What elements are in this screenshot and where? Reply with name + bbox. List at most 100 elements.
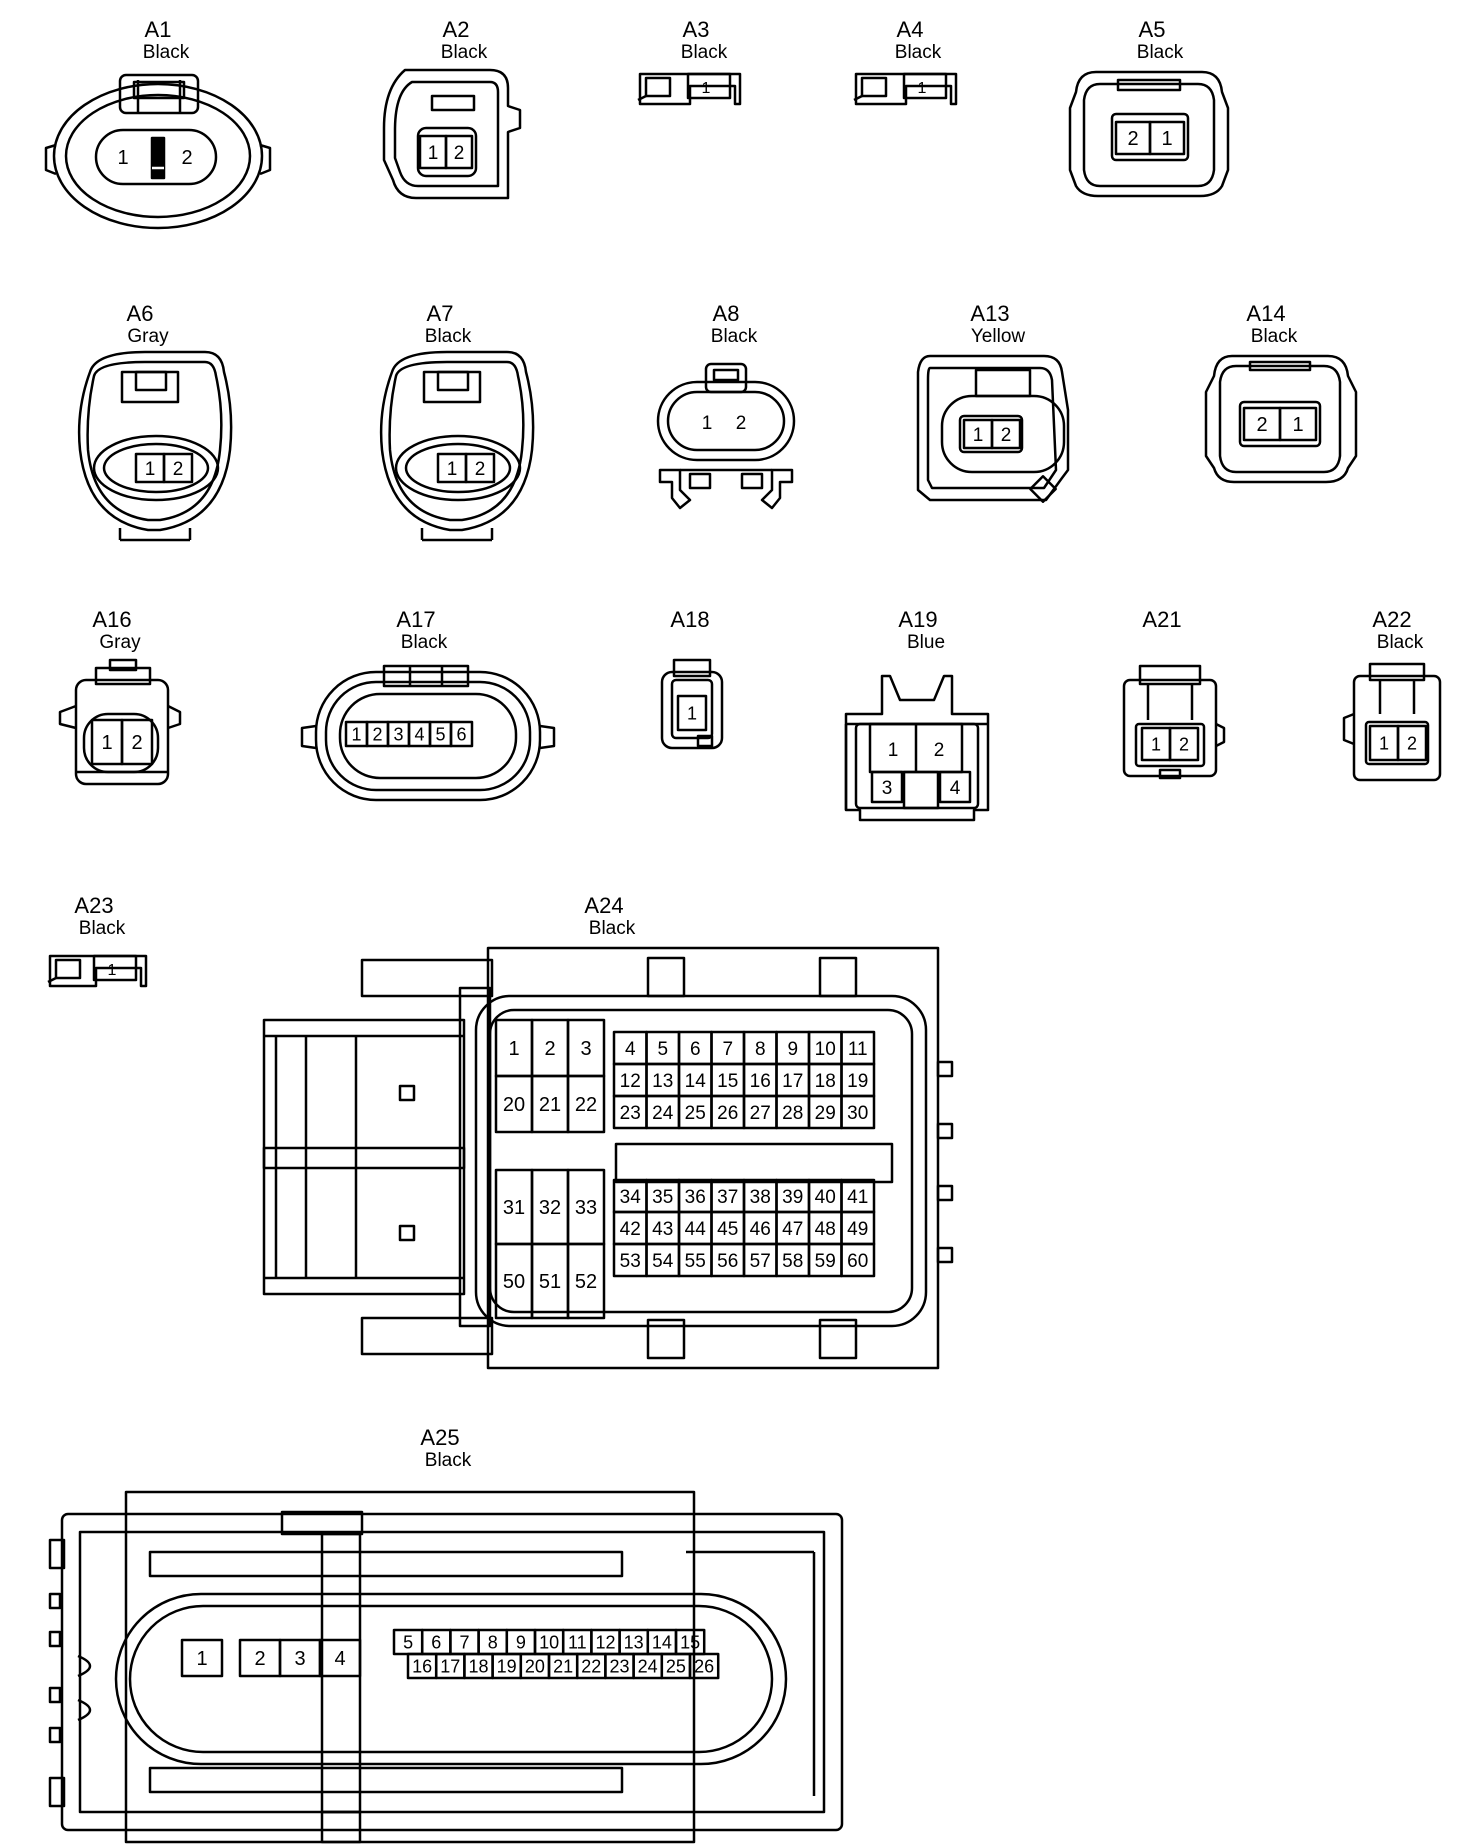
connector-a25-pin: 7 xyxy=(459,1632,469,1652)
connector-a25-pin: 3 xyxy=(294,1648,305,1670)
connector-a19-pin: 2 xyxy=(934,740,945,761)
connector-a3-id: A3 xyxy=(682,17,710,42)
connector-a24-pin: 11 xyxy=(848,1039,868,1060)
connector-a24-pin: 5 xyxy=(657,1039,668,1060)
connector-a24-pin: 7 xyxy=(722,1039,733,1060)
pin-cell xyxy=(688,1652,720,1680)
connector-a24-pin: 1 xyxy=(508,1038,519,1060)
connector-a25-pin: 17 xyxy=(440,1656,460,1676)
connector-a24-pin: 60 xyxy=(847,1251,868,1272)
connector-a4-color: Black xyxy=(894,42,942,63)
connector-a3-body xyxy=(637,72,742,106)
connector-a22-body xyxy=(1342,662,1442,782)
connector-a24-pin: 50 xyxy=(503,1271,525,1293)
connector-a24-pin: 49 xyxy=(847,1219,868,1240)
connector-a24-pin: 53 xyxy=(620,1251,641,1272)
connector-a18-body xyxy=(660,658,724,750)
connector-a7-body xyxy=(379,350,535,542)
connector-a24-pin: 15 xyxy=(717,1071,738,1092)
connector-a13-color: Yellow xyxy=(970,326,1026,347)
connector-a25-pin: 13 xyxy=(624,1632,644,1652)
connector-a25-pin: 19 xyxy=(497,1656,517,1676)
connector-a4-pin: 1 xyxy=(918,80,927,97)
connector-a25-color: Black xyxy=(424,1450,472,1471)
connector-a24-pin: 56 xyxy=(717,1251,738,1272)
connector-a21-body xyxy=(1122,664,1226,780)
connector-a25-pin: 23 xyxy=(609,1656,629,1676)
connector-a24-pin: 46 xyxy=(750,1219,771,1240)
connector-a16-pin: 1 xyxy=(101,732,112,754)
connector-a22-pin: 1 xyxy=(1379,733,1389,753)
connector-a16-color: Gray xyxy=(99,632,141,653)
connector-a24-color: Black xyxy=(588,918,636,939)
connector-a24-pin: 40 xyxy=(815,1187,836,1208)
connector-a25-pin: 18 xyxy=(468,1656,488,1676)
connector-a25-pin: 10 xyxy=(539,1632,559,1652)
connector-a24-pin: 35 xyxy=(652,1187,673,1208)
connector-a25-pin: 11 xyxy=(568,1632,587,1652)
connector-a2-id: A2 xyxy=(442,17,470,42)
connector-a24-pin: 21 xyxy=(539,1094,561,1116)
connector-a24-pin: 3 xyxy=(580,1038,591,1060)
connector-a24-pin: 30 xyxy=(847,1103,868,1124)
connector-a25-id: A25 xyxy=(420,1425,460,1450)
connector-a18-pin: 1 xyxy=(687,703,697,723)
connector-a17-pin: 3 xyxy=(393,724,403,744)
connector-a5-pin: 1 xyxy=(1161,128,1172,150)
connector-a24-pin: 13 xyxy=(652,1071,673,1092)
connector-a6-id: A6 xyxy=(126,301,154,326)
connector-a25-pin: 9 xyxy=(516,1632,526,1652)
pin-cell xyxy=(444,134,474,170)
connector-a14-color: Black xyxy=(1250,326,1298,347)
connector-a24-pin: 52 xyxy=(575,1271,597,1293)
connector-a19-color: Blue xyxy=(906,632,946,653)
connector-a13-body xyxy=(916,354,1070,503)
connector-a8-id: A8 xyxy=(712,301,740,326)
pin-cell xyxy=(1168,726,1200,762)
connector-a25-pin: 21 xyxy=(553,1656,573,1676)
connector-a1-body xyxy=(44,73,272,230)
connector-a24-pin: 25 xyxy=(685,1103,706,1124)
connector-a24-pin: 2 xyxy=(544,1038,555,1060)
connector-a8-pin: 2 xyxy=(736,413,747,434)
connector-a24-pin: 22 xyxy=(575,1094,597,1116)
connector-a24-pin: 33 xyxy=(575,1197,597,1219)
connector-a6-pin: 2 xyxy=(173,459,184,480)
connector-a25-pin: 4 xyxy=(334,1648,345,1670)
connector-a5-color: Black xyxy=(1136,42,1184,63)
connector-a17-body xyxy=(300,664,556,802)
connector-a5-body xyxy=(1068,70,1230,198)
pin-cell xyxy=(318,1638,362,1678)
connector-a2-pin: 1 xyxy=(428,143,439,164)
connector-a25-pin: 6 xyxy=(431,1632,441,1652)
connector-a24-pin: 26 xyxy=(717,1103,738,1124)
connector-a6-color: Gray xyxy=(127,326,169,347)
connector-a2-pin: 2 xyxy=(454,143,465,164)
connector-a17-pin: 4 xyxy=(414,724,424,744)
connector-a24-pin: 57 xyxy=(750,1251,771,1272)
connector-a22-id: A22 xyxy=(1372,607,1412,632)
connector-a4-body xyxy=(853,72,958,106)
connector-a23-color: Black xyxy=(78,918,126,939)
connector-a19-pin: 4 xyxy=(950,778,961,799)
connector-a25-pin: 14 xyxy=(652,1632,672,1652)
connector-a25-pin: 8 xyxy=(488,1632,498,1652)
connector-a24-pin: 4 xyxy=(625,1039,636,1060)
connector-a22-pin: 2 xyxy=(1407,733,1417,753)
pin-cell xyxy=(120,718,154,766)
connector-a1-pin: 1 xyxy=(117,147,128,169)
connector-a24-pin: 9 xyxy=(787,1039,798,1060)
pin-cell xyxy=(180,1638,224,1678)
connector-a24-pin: 14 xyxy=(685,1071,707,1092)
pin-cell xyxy=(449,720,474,748)
connector-a21-pin: 2 xyxy=(1179,734,1189,754)
connector-a25-pin: 15 xyxy=(680,1632,700,1652)
pin-cell xyxy=(840,1242,876,1278)
connector-a22-color: Black xyxy=(1376,632,1424,653)
connector-a1-id: A1 xyxy=(144,17,172,42)
connector-a25-pin: 25 xyxy=(666,1656,686,1676)
connector-a24-pin: 12 xyxy=(620,1071,641,1092)
connector-a24-pin: 38 xyxy=(750,1187,771,1208)
connector-a24-pin: 51 xyxy=(539,1271,561,1293)
connector-a8-body xyxy=(656,362,796,510)
